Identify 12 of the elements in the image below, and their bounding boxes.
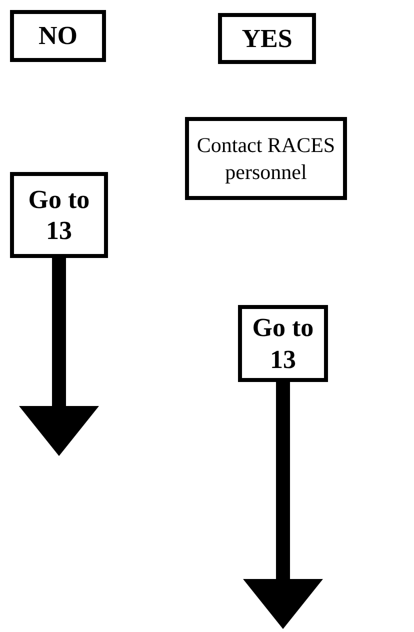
- process-box: [238, 305, 328, 382]
- arrow: [19, 258, 99, 456]
- box-text: Go to 13: [27, 184, 91, 246]
- box-text: NO: [38, 20, 78, 52]
- process-box: [218, 13, 316, 64]
- box-text: YES: [242, 22, 292, 54]
- box-text: Go to 13: [251, 312, 315, 375]
- process-box: [185, 117, 347, 200]
- arrow: [243, 382, 323, 629]
- box-text: Contact RACES personnel: [196, 132, 336, 185]
- process-box: [10, 10, 106, 62]
- process-box: [10, 172, 108, 258]
